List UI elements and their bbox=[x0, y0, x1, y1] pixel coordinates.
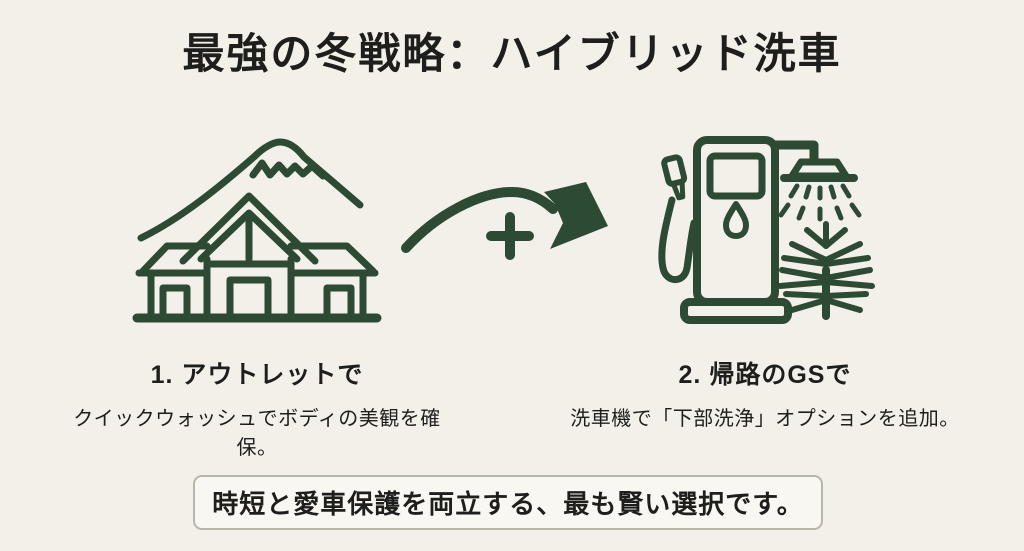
gas-pump bbox=[680, 136, 792, 324]
shower-head bbox=[770, 140, 862, 222]
spray-drops bbox=[778, 183, 862, 222]
fuel-nozzle-hose bbox=[658, 154, 701, 284]
page-title: 最強の冬戦略：ハイブリッド洗車 bbox=[182, 30, 842, 77]
step-gas-station-heading: 2. 帰路のGSで bbox=[678, 361, 852, 389]
gas-station-wash-icon bbox=[555, 118, 975, 348]
wash-brush bbox=[777, 221, 875, 320]
step-outlet: 1. アウトレットで クイックウォッシュでボディの美観を確保。 bbox=[57, 118, 457, 460]
connector bbox=[392, 172, 612, 282]
step-gas-station: 2. 帰路のGSで 洗車機で「下部洗浄」オプションを追加。 bbox=[555, 118, 975, 431]
step-outlet-description: クイックウォッシュでボディの美観を確保。 bbox=[73, 408, 441, 459]
mount-fuji bbox=[137, 138, 364, 242]
lodge-building bbox=[132, 192, 382, 323]
step-gas-station-description: 洗車機で「下部洗浄」オプションを追加。 bbox=[570, 408, 960, 430]
step-outlet-heading: 1. アウトレットで bbox=[150, 361, 364, 389]
outlet-mall-mount-fuji-icon bbox=[57, 118, 457, 348]
footer-message-box: 時短と愛車保護を両立する、最も賢い選択です。 bbox=[193, 475, 823, 530]
plus-icon bbox=[486, 212, 534, 260]
curved-arrow-icon bbox=[401, 182, 608, 253]
footer-message: 時短と愛車保護を両立する、最も賢い選択です。 bbox=[212, 489, 804, 519]
